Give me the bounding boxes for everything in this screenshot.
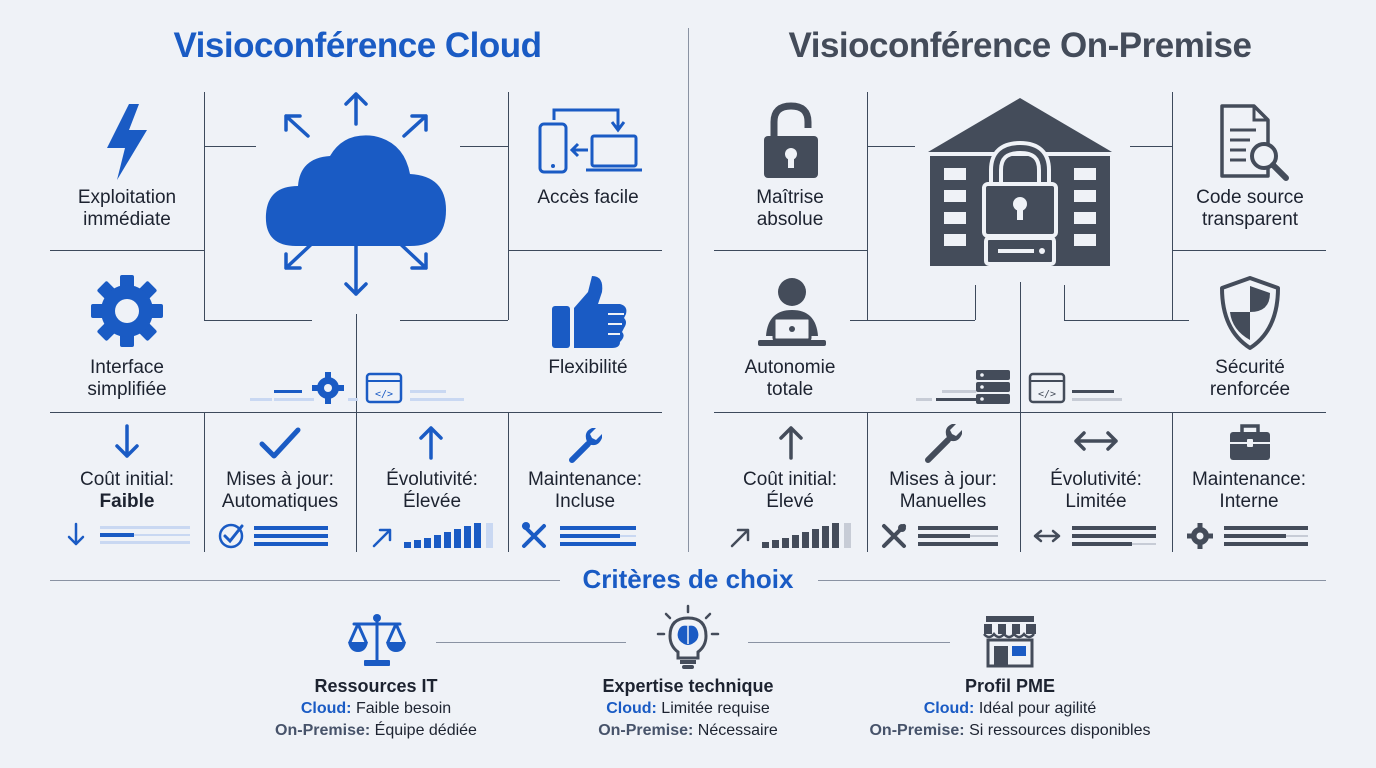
- arrow-up-icon: [779, 426, 803, 460]
- metric-value: Incluse: [554, 491, 616, 512]
- arrow-up-icon: [419, 426, 443, 460]
- maintenance-included-indicator: [522, 522, 636, 548]
- onprem-key: On-Premise:: [275, 722, 371, 739]
- criteria-onprem-line: On-Premise: Équipe dédiée: [226, 722, 526, 740]
- metric-value: Automatiques: [221, 491, 339, 512]
- onprem-key: On-Premise:: [598, 722, 694, 739]
- metric-value: Interne: [1219, 491, 1279, 512]
- metric-label: Mises à jour:: [226, 469, 334, 490]
- arrow-down-icon: [115, 424, 139, 458]
- metric-value: Élevé: [766, 491, 814, 512]
- criteria-title: Profil PME: [964, 676, 1055, 696]
- shield-icon: [1220, 276, 1280, 350]
- metric-value: Faible: [99, 491, 155, 512]
- document-search-icon: [1220, 104, 1289, 181]
- metric-value: Limitée: [1065, 491, 1127, 512]
- cost-high-indicator: [730, 523, 851, 548]
- updates-manual-indicator: [882, 524, 998, 548]
- cloud-key: Cloud:: [606, 700, 657, 717]
- scale-high-indicator: [372, 523, 493, 548]
- onprem-value: Si ressources disponibles: [969, 722, 1151, 739]
- cloud-feature-label: Accès facile: [537, 187, 639, 208]
- onprem-title: Visioconférence On-Premise: [788, 26, 1252, 65]
- briefcase-icon: [1230, 424, 1270, 460]
- onprem-toolbar-strip: </>: [916, 370, 1122, 404]
- scale-limited-indicator: [1033, 526, 1156, 546]
- lightning-icon: [107, 104, 147, 180]
- cloud-title: Visioconférence Cloud: [173, 26, 542, 65]
- criteria-onprem-line: On-Premise: Nécessaire: [538, 722, 838, 740]
- person-laptop-icon: [758, 278, 826, 346]
- criteria-title: Expertise technique: [602, 676, 774, 696]
- onprem-value: Équipe dédiée: [374, 722, 477, 739]
- metric-label: Coût initial:: [743, 469, 837, 490]
- cloud-key: Cloud:: [923, 700, 975, 717]
- center-divider: [688, 28, 689, 552]
- criteria-connector: [748, 642, 950, 643]
- cloud-value: Limitée requise: [661, 700, 770, 717]
- maintenance-internal-indicator: [1187, 523, 1308, 549]
- building-padlock-icon: [928, 98, 1112, 266]
- tools-icon: [925, 424, 962, 463]
- unlocked-padlock-icon: [764, 102, 818, 178]
- cloud-feature-label: Flexibilité: [548, 357, 628, 378]
- cloud-feature-label: Interface simplifiée: [87, 357, 167, 400]
- devices-sync-icon: [538, 108, 642, 174]
- criteria-onprem-line: On-Premise: Si ressources disponibles: [850, 722, 1170, 740]
- onprem-feature-label: Code source transparent: [1196, 187, 1304, 230]
- check-icon: [259, 427, 301, 459]
- updates-auto-indicator: [218, 523, 328, 549]
- onprem-value: Nécessaire: [697, 722, 778, 739]
- onprem-feature-label: Maîtrise absolue: [756, 187, 824, 230]
- metric-label: Maintenance:: [1191, 469, 1307, 490]
- criteria-cloud-line: Cloud: Limitée requise: [538, 700, 838, 718]
- metric-label: Maintenance:: [527, 469, 643, 490]
- arrows-horizontal-icon: [1074, 431, 1118, 451]
- wrench-icon: [569, 428, 602, 463]
- metric-value: Manuelles: [899, 491, 987, 512]
- metric-label: Évolutivité:: [1050, 469, 1142, 490]
- criteria-rule-right: [818, 580, 1326, 581]
- svg-text:</>: </>: [375, 389, 393, 400]
- cloud-toolbar-strip: </>: [250, 372, 464, 404]
- criteria-connector: [436, 642, 626, 643]
- svg-text:</>: </>: [1038, 389, 1056, 400]
- metric-label: Coût initial:: [80, 469, 174, 490]
- criteria-title: Ressources IT: [314, 676, 438, 696]
- cloud-arrows-icon: [265, 92, 446, 296]
- scales-icon: [348, 614, 406, 666]
- cloud-feature-label: Exploitation immédiate: [77, 187, 177, 230]
- metric-label: Évolutivité:: [386, 469, 478, 490]
- onprem-key: On-Premise:: [869, 722, 965, 739]
- gear-icon: [91, 275, 163, 347]
- onprem-feature-label: Sécurité renforcée: [1209, 357, 1291, 400]
- cost-low-indicator: [67, 522, 190, 546]
- criteria-cloud-line: Cloud: Faible besoin: [226, 700, 526, 718]
- criteria-rule-left: [50, 580, 560, 581]
- storefront-icon: [983, 616, 1036, 668]
- criteria-heading: Critères de choix: [582, 564, 794, 594]
- metric-value: Élevée: [402, 491, 462, 512]
- metric-label: Mises à jour:: [889, 469, 997, 490]
- criteria-cloud-line: Cloud: Idéal pour agilité: [860, 700, 1160, 718]
- cloud-value: Faible besoin: [355, 700, 452, 717]
- onprem-feature-label: Autonomie totale: [744, 357, 836, 400]
- cloud-value: Idéal pour agilité: [978, 700, 1097, 717]
- cloud-key: Cloud:: [300, 700, 352, 717]
- thumbs-up-icon: [552, 276, 627, 348]
- brain-bulb-icon: [656, 604, 720, 669]
